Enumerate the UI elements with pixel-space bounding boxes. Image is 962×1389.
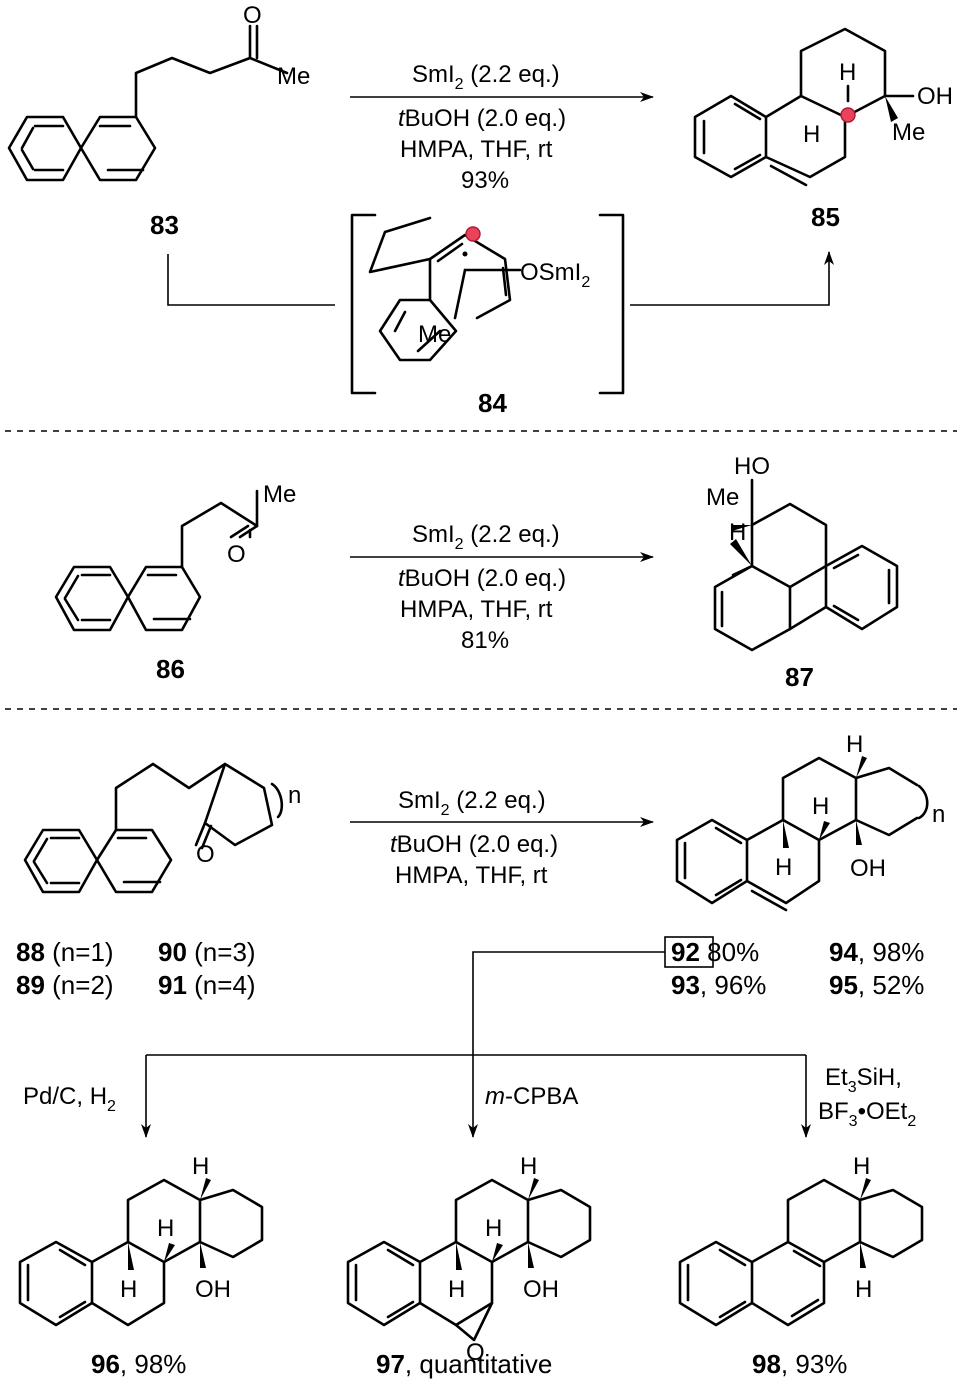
atom-me-87: Me: [706, 484, 739, 511]
condition-pdc-h2: Pd/C, H2: [23, 1083, 116, 1115]
branch-line-92: [472, 951, 665, 1055]
atom-oh-85: OH: [917, 83, 953, 110]
compound-92-95-structure: H H H OH n: [675, 731, 945, 912]
product-95-label: 95, 52%: [829, 970, 924, 1000]
path-line-83-to-84: [167, 254, 335, 306]
reagent-tbuoh-1: tBuOH (2.0 eq.): [398, 105, 566, 132]
atom-h-85a: H: [839, 59, 856, 86]
compound-label-87: 87: [785, 662, 814, 692]
compound-98-structure: H H: [678, 1153, 924, 1327]
bracket-left: [350, 213, 377, 395]
yield-1: 93%: [461, 167, 509, 194]
yield-2: 81%: [461, 627, 509, 654]
solvent-1: HMPA, THF, rt: [400, 136, 553, 163]
substrate-90-label: 90 (n=3): [158, 937, 256, 967]
solvent-2: HMPA, THF, rt: [400, 596, 553, 623]
atom-h-97b: H: [485, 1215, 502, 1242]
solvent-3: HMPA, THF, rt: [395, 862, 548, 889]
reagent-tbuoh-2: tBuOH (2.0 eq.): [398, 565, 566, 592]
compound-88-91-structure: O n: [23, 762, 301, 894]
product-93-label: 93, 96%: [671, 970, 766, 1000]
compound-85-structure: H H OH Me: [693, 27, 953, 187]
substrate-89-label: 89 (n=2): [16, 970, 114, 1000]
atom-h-92a: H: [846, 731, 863, 758]
bracket-right: [598, 213, 625, 395]
compound-label-84: 84: [478, 388, 507, 418]
reagent-smi2-3: SmI2 (2.2 eq.): [398, 787, 546, 819]
atom-h-98b: H: [855, 1276, 872, 1303]
product-92-label: 92 80%: [671, 937, 759, 967]
compound-97-structure: H H H OH O: [346, 1153, 592, 1366]
substrate-88-label: 88 (n=1): [16, 937, 114, 967]
atom-h-97c: H: [448, 1276, 465, 1303]
substrate-91-label: 91 (n=4): [158, 970, 256, 1000]
reagent-tbuoh-3: tBuOH (2.0 eq.): [390, 831, 558, 858]
compound-87-structure: HO Me H: [706, 453, 899, 652]
atom-h-87: H: [729, 519, 746, 546]
atom-osmi2-84: OSmI2: [520, 259, 590, 291]
condition-mcpba: m-CPBA: [485, 1083, 578, 1110]
compound-84-structure: OSmI2 Me: [368, 216, 590, 362]
product-98-label: 98, 93%: [752, 1349, 847, 1379]
condition-et3sih: Et3SiH,: [825, 1064, 902, 1096]
atom-o-97-epoxide: O: [466, 1339, 485, 1366]
compound-label-83: 83: [150, 210, 179, 240]
atom-h-92b: H: [812, 793, 829, 820]
reagent-smi2-2: SmI2 (2.2 eq.): [412, 521, 560, 553]
atom-o-86: O: [227, 541, 246, 568]
atom-me-83: Me: [277, 63, 310, 90]
radical-dot-85: [840, 107, 856, 123]
reagent-smi2-1: SmI2 (2.2 eq.): [412, 61, 560, 93]
atom-me-85: Me: [892, 119, 925, 146]
atom-h-97a: H: [520, 1153, 537, 1180]
atom-me-84: Me: [418, 321, 451, 348]
atom-ho-87: HO: [734, 453, 770, 480]
atom-o-83: O: [243, 2, 262, 29]
atom-me-86: Me: [263, 481, 296, 508]
reaction-3: O n 88 (n=1) 90 (n=3) 89 (n=2) 91 (n=4) …: [16, 731, 945, 1000]
compound-label-85: 85: [811, 202, 840, 232]
atom-oh-97: OH: [523, 1276, 559, 1303]
atom-n-92: n: [932, 801, 945, 828]
reaction-2: Me O 86 SmI2 (2.2 eq.) tBuOH (2.0 eq.) H…: [54, 453, 899, 692]
condition-bf3-oet2: BF3•OEt2: [818, 1098, 916, 1130]
path-arrow-84-to-85: [630, 251, 834, 306]
compound-86-structure: Me O: [54, 481, 296, 632]
compound-96-structure: H H H OH: [18, 1153, 264, 1327]
reaction-1: O Me 83 SmI2 (2.2 eq.) tBuOH (2.0 eq.) H…: [7, 2, 953, 418]
product-94-label: 94, 98%: [829, 937, 924, 967]
atom-h-96a: H: [192, 1153, 209, 1180]
atom-n-88: n: [288, 782, 301, 809]
product-97-label: 97, quantitative: [376, 1349, 552, 1379]
atom-h-98a: H: [853, 1153, 870, 1180]
atom-o-88: O: [196, 841, 215, 868]
atom-h-85b: H: [803, 121, 820, 148]
compound-label-86: 86: [156, 654, 185, 684]
atom-oh-92: OH: [850, 855, 886, 882]
atom-h-96c: H: [120, 1276, 137, 1303]
atom-h-92c: H: [775, 854, 792, 881]
atom-h-96b: H: [157, 1215, 174, 1242]
compound-83-structure: O Me: [7, 2, 310, 182]
radical-dot-84: [465, 226, 481, 242]
product-96-label: 96, 98%: [91, 1349, 186, 1379]
derivatization: Pd/C, H2 m-CPBA Et3SiH, BF3•OEt2 H H H O…: [18, 951, 924, 1379]
atom-oh-96: OH: [195, 1276, 231, 1303]
